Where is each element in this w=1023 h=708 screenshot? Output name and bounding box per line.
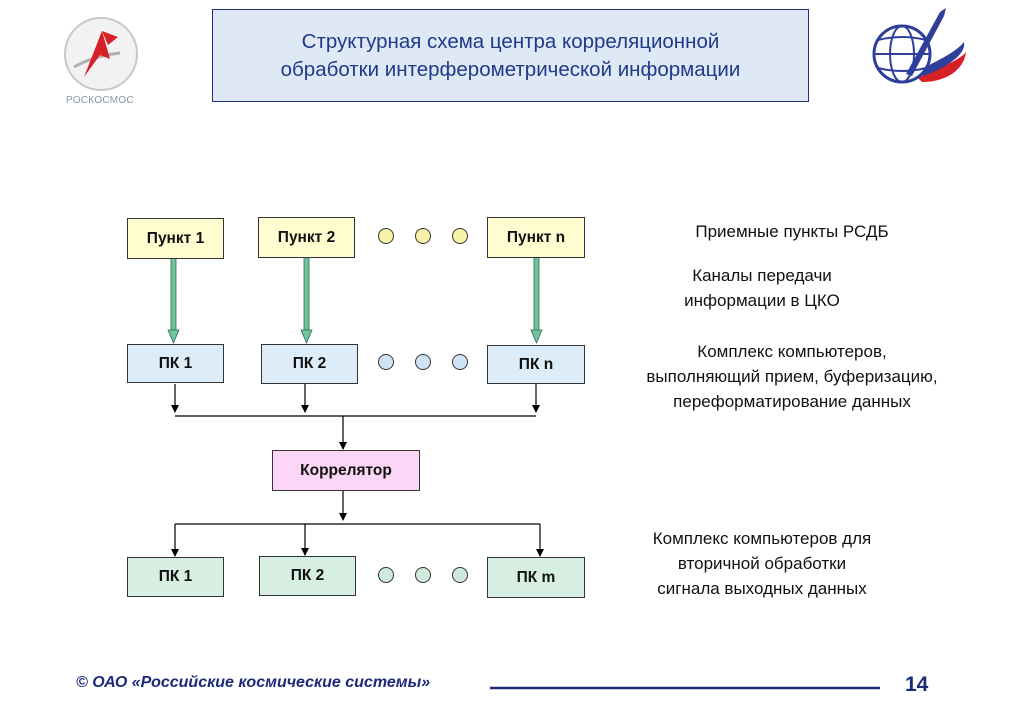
legend-stations: Приемные пункты РСДБ — [612, 219, 972, 244]
ellipsis-dots-receive-pcs — [378, 354, 468, 370]
ellipsis-dots-stations — [378, 228, 468, 244]
receive-pc-box-2: ПК 2 — [261, 344, 358, 384]
receive-pc-box-n: ПК n — [487, 345, 585, 384]
legend-output-pcs-line-3: сигнала выходных данных — [657, 579, 867, 598]
station-box-n: Пункт n — [487, 217, 585, 258]
legend-output-pcs: Комплекс компьютеров для вторичной обраб… — [612, 526, 912, 601]
station-box-1: Пункт 1 — [127, 218, 224, 259]
slide-title: Структурная схема центра корреляционной … — [212, 9, 809, 102]
title-line-2: обработки интерферометрической информаци… — [280, 57, 741, 81]
footer-copyright: © ОАО «Российские космические системы» — [76, 674, 431, 691]
legend-channels: Каналы передачи информации в ЦКО — [612, 263, 912, 313]
legend-output-pcs-line-1: Комплекс компьютеров для — [652, 529, 872, 548]
title-line-1: Структурная схема центра корреляционной — [301, 29, 720, 53]
channel-arrows — [167, 256, 543, 345]
bus-to-correlator — [171, 384, 540, 450]
ellipsis-dots-output-pcs — [378, 567, 468, 583]
legend-stations-text: Приемные пункты РСДБ — [695, 222, 889, 241]
output-pc-box-1: ПК 1 — [127, 557, 224, 597]
logo-caption: РОСКОСМОС — [65, 95, 135, 106]
output-pc-box-m: ПК m — [487, 557, 585, 598]
bus-to-output-pcs — [171, 491, 544, 557]
receive-pc-box-1: ПК 1 — [127, 344, 224, 383]
legend-receive-pcs-line-3: переформатирование данных — [673, 392, 911, 411]
output-pc-box-2: ПК 2 — [259, 556, 356, 596]
legend-receive-pcs-line-1: Комплекс компьютеров, — [697, 342, 887, 361]
page-number: 14 — [905, 673, 929, 696]
legend-output-pcs-line-2: вторичной обработки — [677, 554, 847, 573]
station-box-2: Пункт 2 — [258, 217, 355, 258]
legend-channels-line-2: информации в ЦКО — [684, 291, 840, 310]
legend-receive-pcs: Комплекс компьютеров, выполняющий прием,… — [612, 339, 972, 414]
correlator-box: Коррелятор — [272, 450, 420, 491]
roscosmos-logo — [64, 17, 138, 91]
legend-channels-line-1: Каналы передачи — [692, 266, 832, 285]
legend-receive-pcs-line-2: выполняющий прием, буферизацию, — [646, 367, 938, 386]
rks-logo — [872, 8, 966, 84]
